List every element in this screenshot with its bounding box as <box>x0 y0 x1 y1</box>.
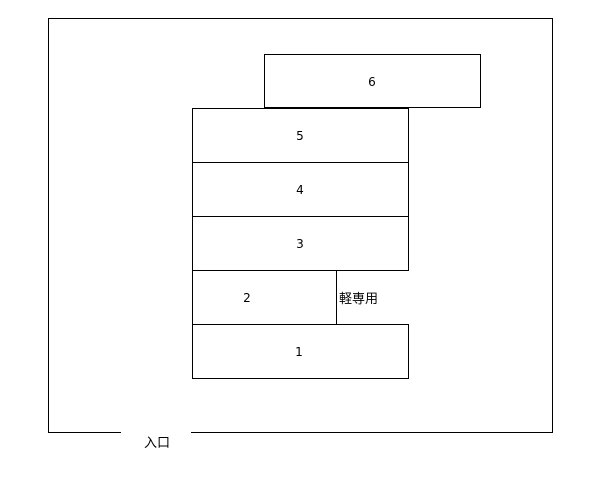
space-6-number: 6 <box>368 75 376 89</box>
space-2-number: 2 <box>243 291 251 305</box>
space-2-outline <box>192 270 337 325</box>
space-4-number: 4 <box>296 183 304 197</box>
space-1-outline <box>192 324 409 379</box>
parking-space-6: 6 <box>264 54 481 108</box>
parking-space-2: 2 <box>192 270 337 325</box>
parking-space-5: 5 <box>192 108 409 163</box>
space-1-number: 1 <box>295 345 303 359</box>
parking-space-4: 4 <box>192 162 409 217</box>
lot-boundary <box>48 18 553 433</box>
parking-space-3: 3 <box>192 216 409 271</box>
space-3-number: 3 <box>296 237 304 251</box>
entrance-label: 入口 <box>144 436 170 451</box>
space-6-outline <box>264 54 481 108</box>
parking-space-1: 1 <box>192 324 409 379</box>
kei-car-only-note: 軽専用 <box>339 292 378 307</box>
space-5-number: 5 <box>296 129 304 143</box>
